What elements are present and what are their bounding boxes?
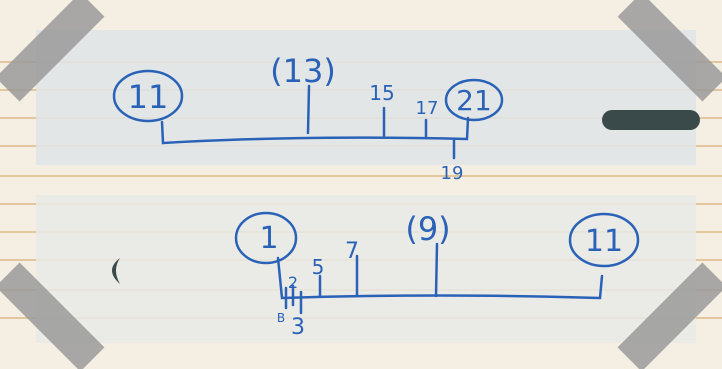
bottom-label-9: (9) [405, 210, 450, 248]
bottom-label-11: 11 [585, 224, 623, 259]
bottom-card [36, 195, 696, 343]
top-label-19: 19 [441, 163, 464, 184]
top-label-15: 15 [369, 81, 394, 105]
top-label-11: 11 [128, 78, 169, 116]
bottom-tick-9 [436, 244, 437, 296]
bottom-label-b: B [277, 311, 285, 325]
top-tick-13 [308, 86, 309, 133]
bottom-label-7: 7 [345, 239, 359, 264]
bottom-label-2: 2 [288, 273, 298, 292]
bottom-label-3: 3 [291, 315, 305, 340]
bottom-label-1: 1 [259, 221, 278, 256]
bottom-label-5: 5 [312, 255, 325, 279]
top-label-13: (13) [270, 52, 336, 90]
top-label-17: 17 [416, 98, 439, 119]
top-label-21: 21 [456, 84, 492, 117]
punch-hole-right [602, 110, 700, 130]
